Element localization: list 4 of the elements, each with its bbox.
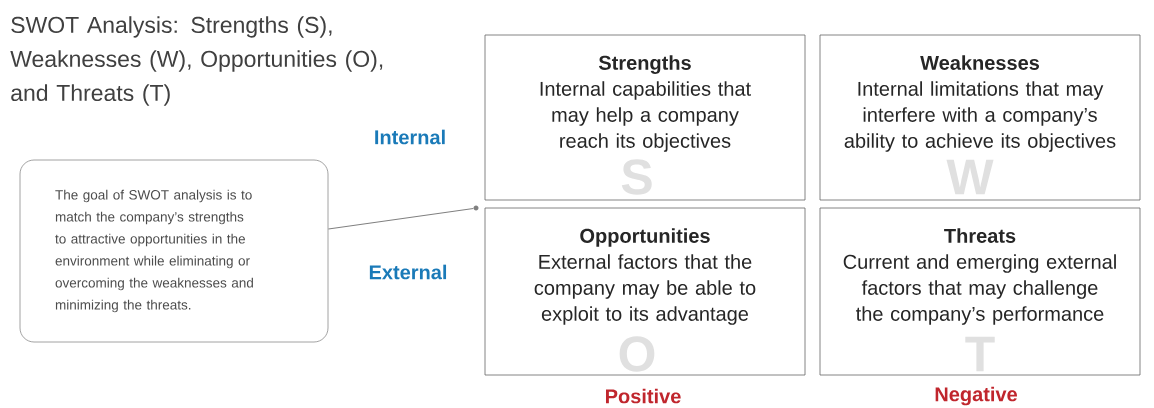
row-label: Internal	[375, 129, 445, 145]
title: SWOT Analysis: Strengths (S), Weaknesses (W), Opportunities (O), and Threats (T)	[10, 16, 383, 106]
row-label: External	[369, 264, 447, 280]
callout-box: The goal of SWOT analysis is to match the company’s strengths to attractive opportunities in the environment while eliminating or overcoming the weaknesses and minimizing the threats.	[19, 159, 329, 343]
